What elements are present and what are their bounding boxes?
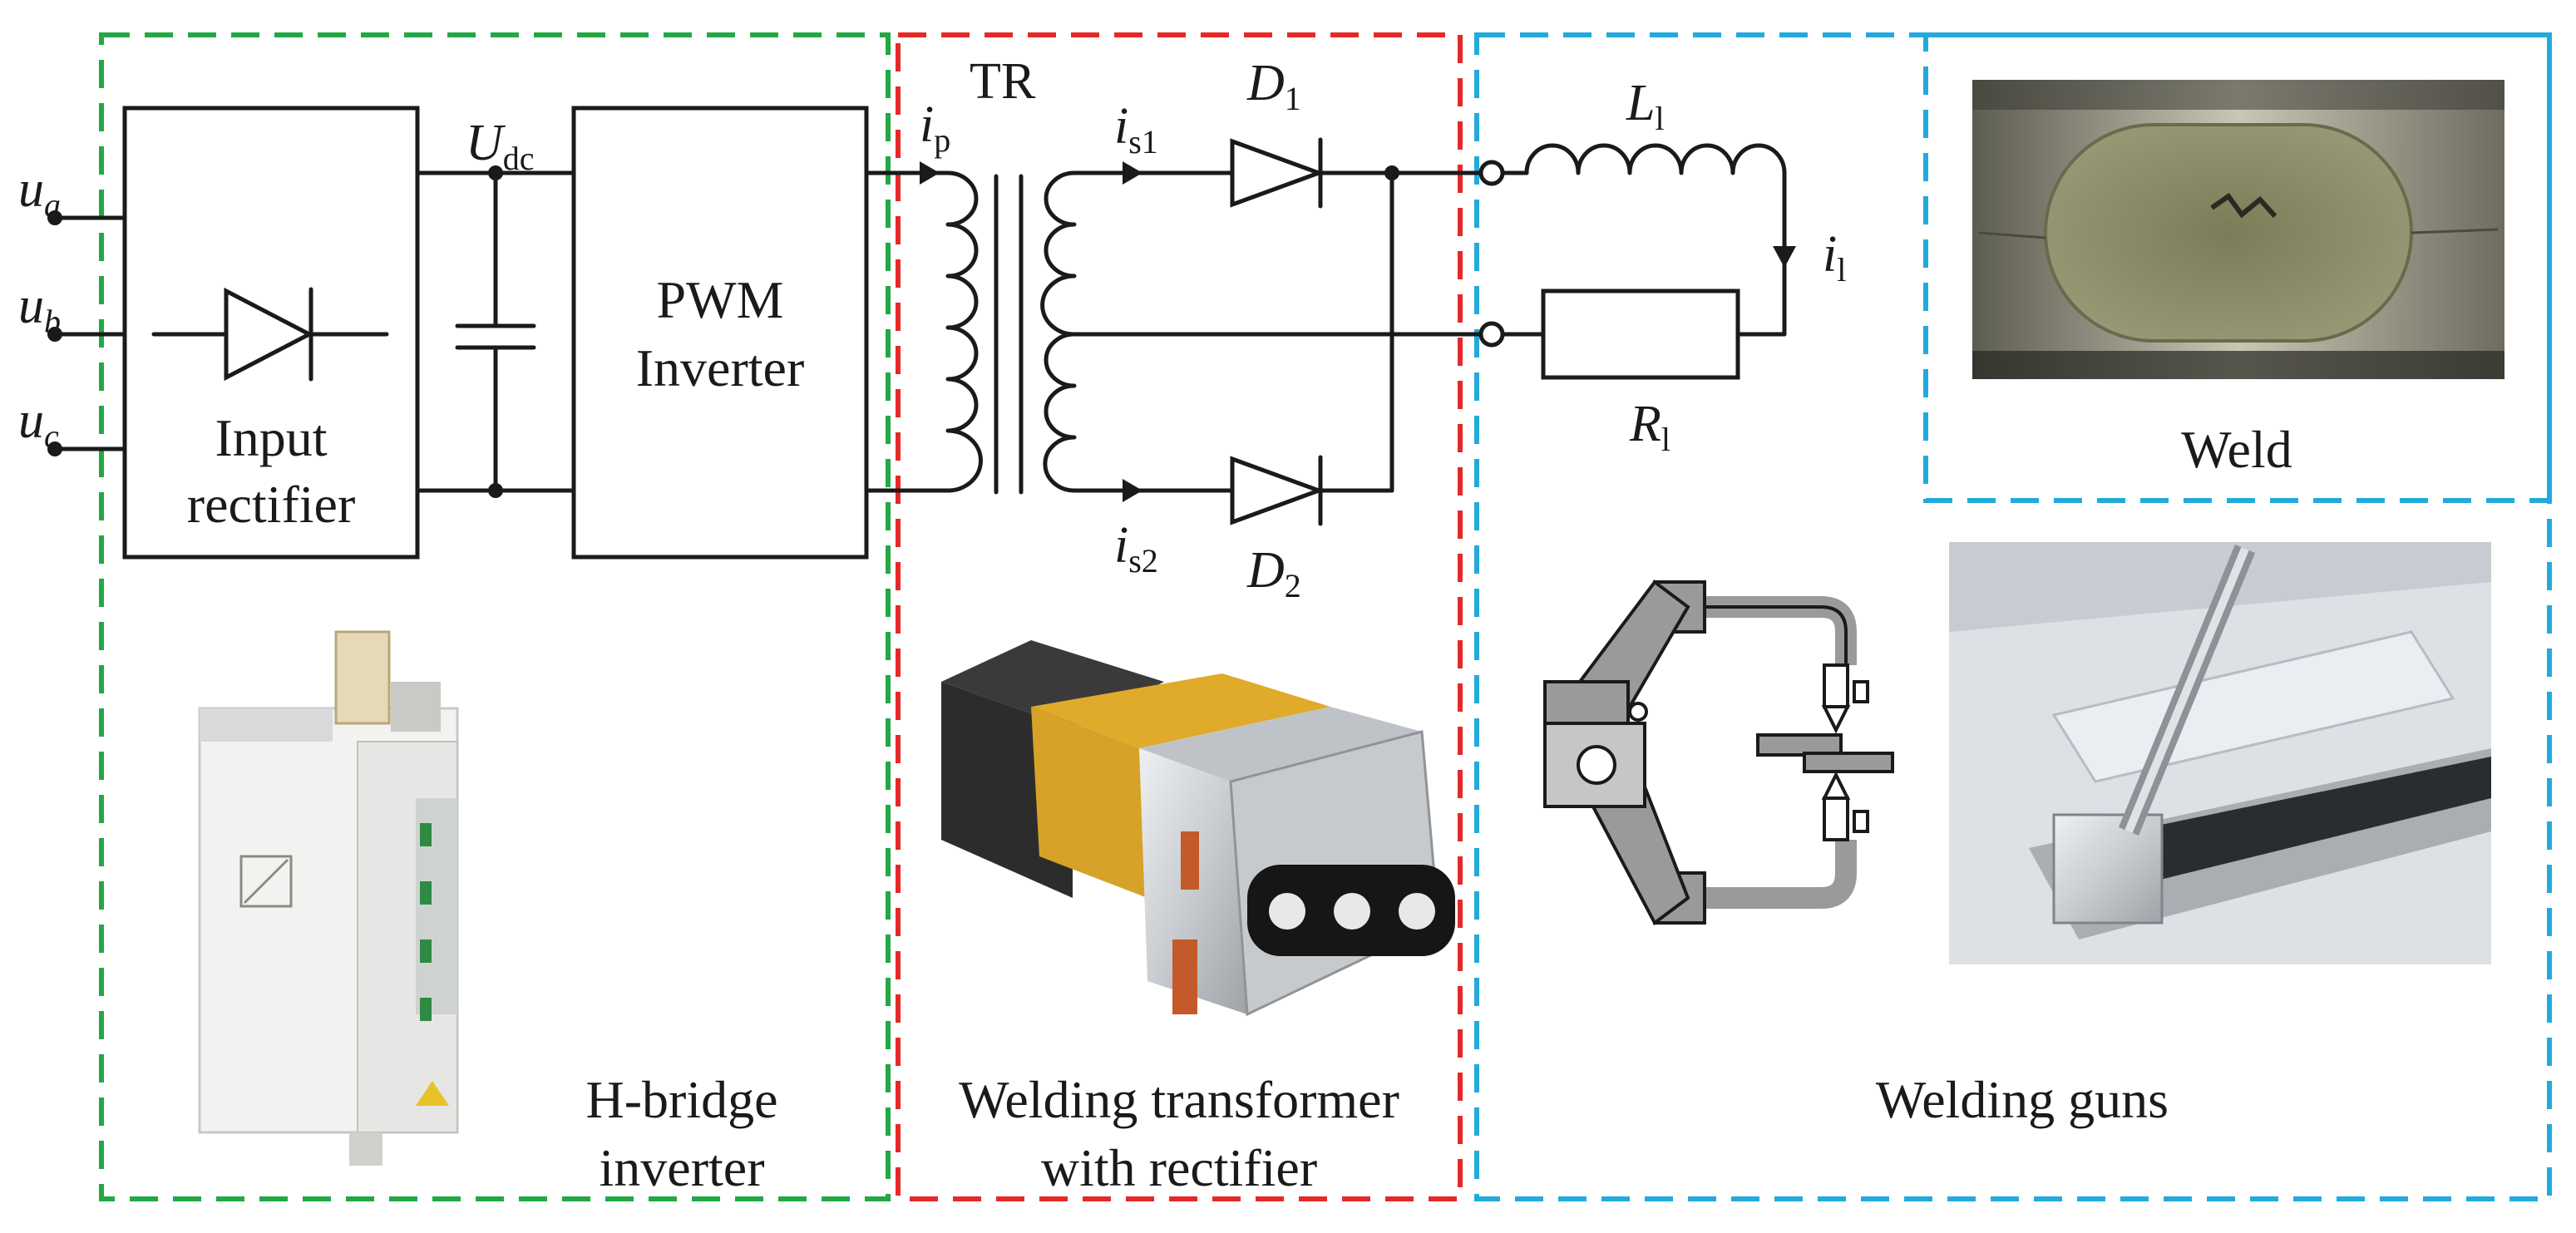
ip-label: ip	[920, 96, 950, 159]
il-label: il	[1823, 226, 1846, 289]
load-circuit: Ll il Rl	[1478, 75, 1846, 458]
rl-label: Rl	[1629, 396, 1670, 458]
hbridge-label-1: H-bridge	[585, 1070, 777, 1129]
weld-photo: Weld	[1972, 80, 2504, 479]
inductor-l1	[1524, 143, 1787, 175]
d2-label: D2	[1246, 542, 1301, 604]
hbridge-label-2: inverter	[600, 1138, 765, 1197]
pwm-inverter-block: PWM Inverter	[571, 106, 869, 560]
input-terminals: ua ub uc	[18, 161, 127, 456]
is1-label: is1	[1114, 98, 1158, 160]
diode-d2	[1230, 456, 1325, 525]
input-ub-label: ub	[18, 278, 61, 340]
hbridge-region-frame	[99, 32, 891, 1201]
pwm-inverter-label-2: Inverter	[636, 338, 805, 397]
hbridge-inverter-photo	[198, 630, 459, 1166]
pwm-inverter-label-1: PWM	[657, 270, 784, 329]
dc-link: Udc	[415, 115, 576, 498]
transformer-region-frame	[896, 32, 1463, 1201]
transformer-label-1: Welding transformer	[959, 1070, 1399, 1129]
resistor-rl	[1541, 289, 1740, 380]
is2-label: is2	[1114, 517, 1158, 580]
welding-transformer-photo	[941, 640, 1455, 1017]
weld-label: Weld	[2181, 420, 2292, 479]
l1-label: Ll	[1626, 75, 1665, 137]
input-rectifier-block: Input rectifier	[122, 106, 420, 560]
input-rectifier-label-2: rectifier	[187, 475, 356, 534]
input-ua-label: ua	[18, 161, 61, 224]
diode-d1	[1230, 138, 1325, 208]
output-terminal-top	[1478, 160, 1505, 186]
il-arrow	[1773, 246, 1796, 268]
ip-arrow	[920, 161, 940, 185]
welding-gun-photo	[1949, 542, 2491, 964]
weld-region-frame	[1923, 32, 2552, 503]
transformer-circuit: ip TR is1 is2 D1 D2	[864, 53, 1491, 604]
d1-label: D1	[1246, 55, 1301, 117]
welding-guns-label: Welding guns	[1876, 1070, 2169, 1129]
input-uc-label: uc	[18, 392, 59, 455]
welding-gun-schematic	[1543, 580, 1894, 926]
is2-arrow	[1123, 479, 1142, 502]
input-rectifier-label-1: Input	[215, 408, 327, 467]
output-terminal-bottom	[1478, 321, 1505, 348]
tr-label: TR	[970, 53, 1036, 110]
udc-label: Udc	[466, 115, 535, 177]
transformer-label-2: with rectifier	[1041, 1138, 1317, 1197]
is1-arrow	[1123, 161, 1142, 185]
